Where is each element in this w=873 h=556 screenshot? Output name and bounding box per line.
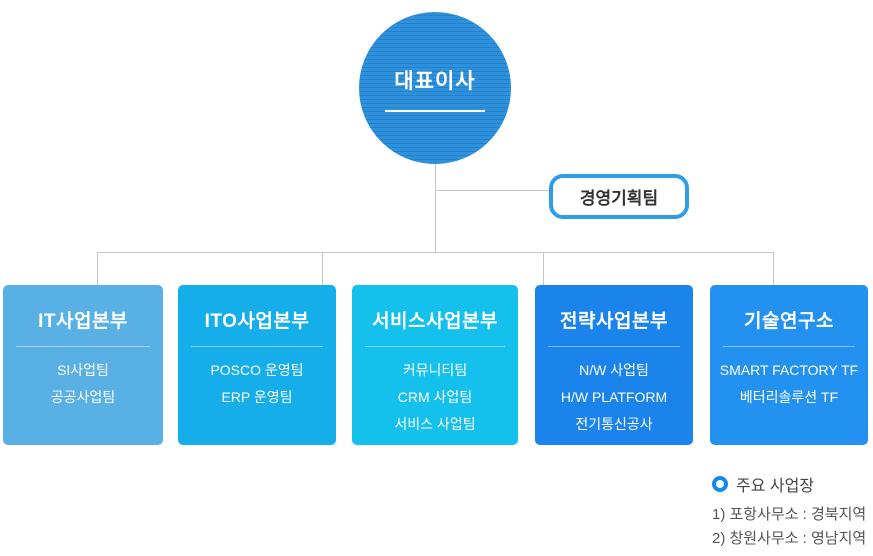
dept-title: IT사업본부	[38, 311, 128, 332]
connector-line-drop	[543, 252, 544, 286]
note-title: 주요 사업장	[736, 478, 815, 495]
dept-item: POSCO 운영팀	[210, 362, 304, 378]
dept-item: SMART FACTORY TF	[719, 362, 859, 378]
connector-line-drop	[97, 252, 98, 286]
dept-box-strategy: 전략사업본부 N/W 사업팀 H/W PLATFORM 전기통신공사	[535, 285, 693, 445]
connector-line-horizontal	[97, 252, 774, 253]
bullet-icon	[712, 476, 728, 492]
dept-item: 전기통신공사	[575, 416, 653, 432]
connector-line-drop	[322, 252, 323, 286]
dept-item: SI사업팀	[57, 362, 109, 378]
staff-node-management-planning: 경영기획팀	[549, 174, 689, 219]
ceo-underline	[385, 109, 485, 112]
connector-line-vertical-main	[435, 164, 436, 252]
ceo-node: 대표이사	[359, 12, 511, 164]
dept-divider	[722, 346, 856, 347]
note-title-row: 주요 사업장	[712, 472, 866, 496]
dept-title: 기술연구소	[744, 311, 834, 332]
dept-divider	[365, 346, 505, 347]
ceo-label: 대표이사	[394, 69, 476, 93]
dept-item: 서비스 사업팀	[394, 416, 476, 432]
dept-item: 베터리솔루션 TF	[739, 389, 839, 405]
note-item: 2) 창원사무소 : 영남지역	[712, 530, 867, 547]
dept-divider	[190, 346, 324, 347]
dept-title: 서비스사업본부	[372, 311, 498, 332]
note-item: 1) 포항사무소 : 경북지역	[712, 506, 867, 523]
dept-box-it: IT사업본부 SI사업팀 공공사업팀	[3, 285, 163, 445]
dept-divider	[547, 346, 681, 347]
dept-item: ERP 운영팀	[221, 389, 293, 405]
dept-title: ITO사업본부	[204, 311, 310, 332]
connector-line-staff-branch	[435, 190, 549, 191]
dept-box-service: 서비스사업본부 커뮤니티팀 CRM 사업팀 서비스 사업팀	[352, 285, 518, 445]
note-major-sites: 주요 사업장 1) 포항사무소 : 경북지역 2) 창원사무소 : 영남지역	[712, 472, 866, 551]
dept-title: 전략사업본부	[560, 311, 668, 332]
dept-item: CRM 사업팀	[397, 389, 473, 405]
dept-item: 커뮤니티팀	[402, 362, 468, 378]
dept-item: N/W 사업팀	[579, 362, 649, 378]
connector-line-drop	[773, 252, 774, 286]
dept-box-ito: ITO사업본부 POSCO 운영팀 ERP 운영팀	[178, 285, 336, 445]
dept-item: H/W PLATFORM	[560, 389, 668, 405]
dept-box-rnd: 기술연구소 SMART FACTORY TF 베터리솔루션 TF	[710, 285, 868, 445]
dept-item: 공공사업팀	[50, 389, 116, 405]
staff-label: 경영기획팀	[579, 189, 659, 208]
dept-divider	[15, 346, 151, 347]
